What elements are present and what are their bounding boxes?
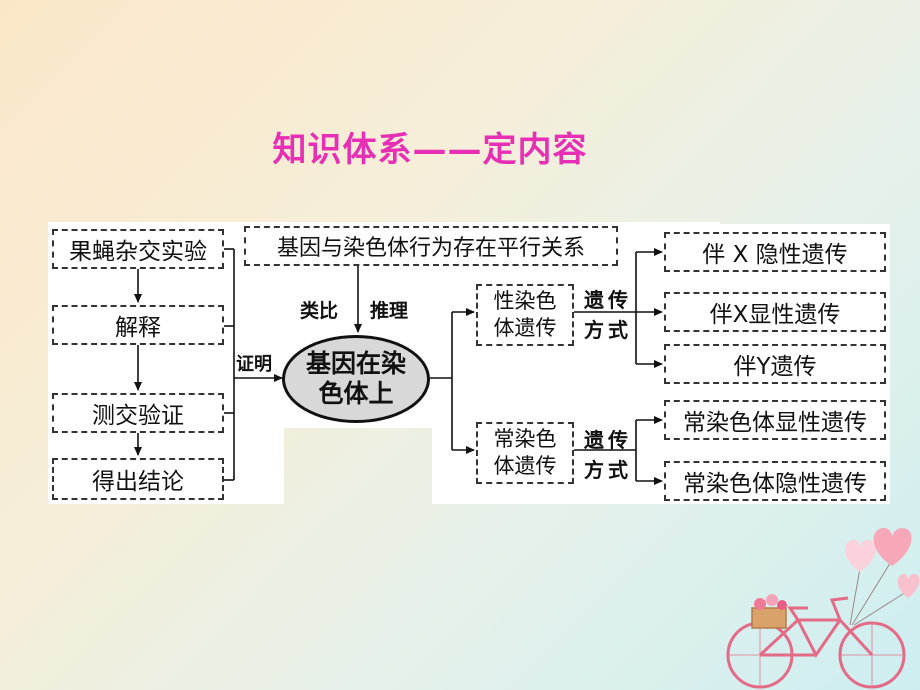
step-explanation: 解释 [52, 305, 224, 345]
autosomal-inheritance: 常染色 体遗传 [476, 422, 574, 484]
sex-chromosome-line-2: 体遗传 [493, 316, 557, 340]
proof-label: 证明 [236, 354, 272, 375]
center-gene-on-chromosome: 基因在染 色体上 [282, 335, 430, 423]
mode-label-bottom-1: 遗传 [584, 428, 632, 452]
sex-chromosome-inheritance: 性染色 体遗传 [476, 284, 574, 346]
mode-label-top-2: 方式 [584, 318, 632, 342]
heart-balloon-icon [844, 540, 877, 572]
autosomal-line-1: 常染色 [493, 427, 557, 451]
heart-balloon-icon [873, 528, 912, 566]
parallel-relation-box: 基因与染色体行为存在平行关系 [244, 226, 618, 266]
analogy-label: 类比 [300, 300, 339, 322]
sex-chromosome-line-1: 性染色 [493, 289, 557, 313]
page-title: 知识体系——定内容 [272, 130, 588, 170]
flower-basket-icon [751, 607, 787, 629]
inference-label: 推理 [370, 300, 409, 322]
autosomal-line-2: 体遗传 [493, 454, 557, 478]
mode-label-top-1: 遗传 [584, 288, 632, 312]
autosomal-dominant-box: 常染色体显性遗传 [664, 400, 886, 440]
x-recessive-box: 伴 X 隐性遗传 [664, 232, 886, 272]
x-dominant-box: 伴X显性遗传 [664, 292, 886, 332]
step-conclusion: 得出结论 [52, 458, 224, 500]
y-linked-box: 伴Y遗传 [664, 344, 886, 384]
center-line-2: 色体上 [318, 379, 394, 408]
heart-balloons-decoration [844, 528, 920, 626]
mode-label-bottom-2: 方式 [584, 458, 632, 482]
heart-balloon-icon [897, 574, 920, 598]
center-line-1: 基因在染 [305, 349, 406, 378]
step-testcross: 测交验证 [52, 393, 224, 433]
step-hybrid-experiment: 果蝇杂交实验 [52, 229, 224, 269]
bicycle-decoration [726, 594, 906, 689]
autosomal-recessive-box: 常染色体隐性遗传 [664, 461, 886, 501]
